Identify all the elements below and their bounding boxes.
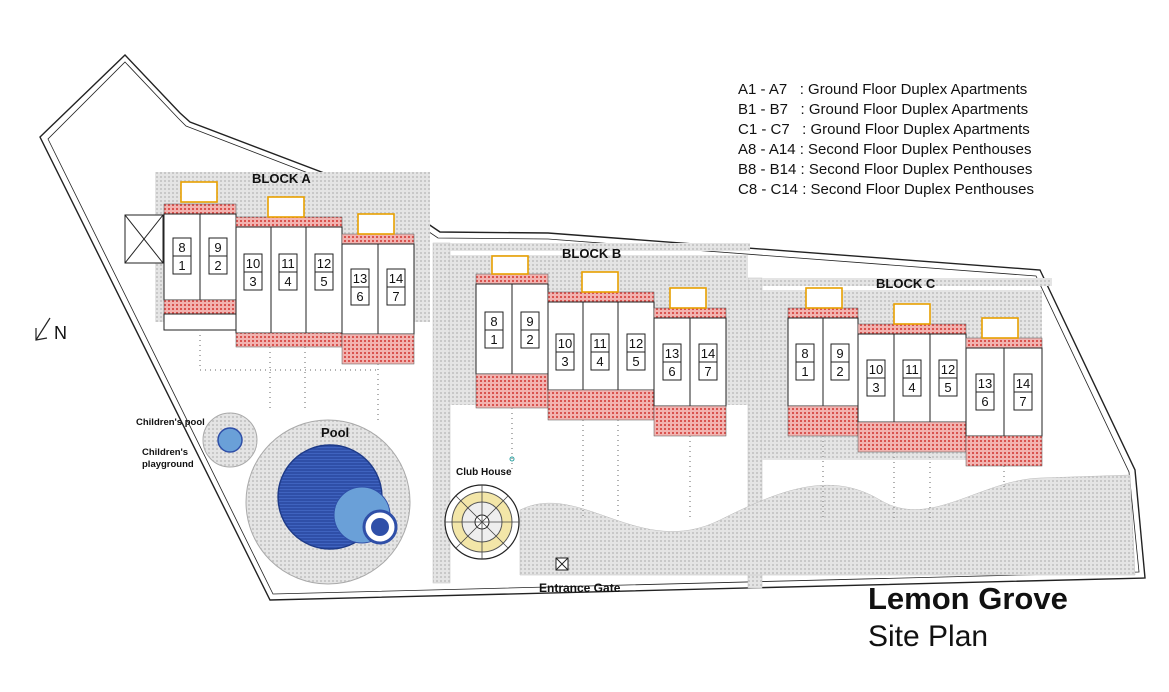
dotted-paths [199,330,1005,520]
site-boundary [39,54,1146,601]
project-name: Lemon Grove [868,581,1068,616]
paving-strip-a-b [432,242,451,584]
unit-upper-number: 8 [801,346,808,361]
unit-upper-number: 13 [665,346,679,361]
label-block-b: BLOCK B [562,246,621,261]
childrens-pool-water [217,427,243,453]
unit-upper-number: 11 [281,256,295,271]
unit-upper-number: 8 [490,314,497,329]
unit-lower-number: 2 [214,258,221,273]
unit-lower-number: 1 [490,332,497,347]
legend-item: B8 - B14 : Second Floor Duplex Penthouse… [738,161,1033,178]
block-c [762,287,1043,467]
unit-upper-number: 12 [629,336,643,351]
label-club-house: Club House [456,467,512,478]
unit-lower-number: 6 [668,364,675,379]
unit-lower-number: 5 [944,380,951,395]
unit-upper-number: 11 [593,336,607,351]
unit-lower-number: 7 [392,289,399,304]
legend-item: A8 - A14 : Second Floor Duplex Penthouse… [738,141,1032,158]
unit-upper-number: 9 [214,240,221,255]
label-block-a: BLOCK A [252,171,311,186]
pool-area [202,412,411,585]
label-north: N [54,323,67,343]
unit-upper-number: 8 [178,240,185,255]
unit-legend: A1 - A7 : Ground Floor Duplex Apartments… [738,80,1034,200]
unit-lower-number: 3 [561,354,568,369]
unit-lower-number: 1 [178,258,185,273]
unit-lower-number: 2 [526,332,533,347]
unit-lower-number: 4 [596,354,603,369]
unit-upper-number: 12 [941,362,955,377]
unit-lower-number: 3 [872,380,879,395]
unit-lower-number: 6 [981,394,988,409]
unit-upper-number: 14 [701,346,715,361]
unit-upper-number: 10 [246,256,260,271]
paving-wave [519,474,1136,576]
unit-lower-number: 3 [249,274,256,289]
legend-item: C1 - C7 : Ground Floor Duplex Apartments [738,121,1030,138]
unit-upper-number: 13 [353,271,367,286]
unit-lower-number: 4 [908,380,915,395]
unit-lower-number: 7 [704,364,711,379]
legend-item: C8 - C14 : Second Floor Duplex Penthouse… [738,181,1034,198]
label-childrens-playground-1: Children's [142,447,188,458]
legend-item: B1 - B7 : Ground Floor Duplex Apartments [738,101,1029,118]
unit-upper-number: 9 [836,346,843,361]
label-block-c: BLOCK C [876,276,936,291]
unit-lower-number: 6 [356,289,363,304]
label-childrens-pool: Children's pool [136,417,205,428]
unit-upper-number: 13 [978,376,992,391]
unit-lower-number: 1 [801,364,808,379]
plan-subtitle: Site Plan [868,620,989,653]
unit-upper-number: 10 [869,362,883,377]
unit-upper-number: 14 [1016,376,1030,391]
unit-upper-number: 12 [317,256,331,271]
entrance-gate [555,557,569,571]
label-childrens-playground-2: playground [142,459,194,470]
unit-lower-number: 7 [1019,394,1026,409]
unit-lower-number: 5 [632,354,639,369]
label-pool: Pool [321,425,349,440]
label-entrance-gate: Entrance Gate [539,581,621,595]
north-arrow-icon [35,317,51,341]
club-house [444,456,520,560]
unit-upper-number: 14 [389,271,403,286]
unit-upper-number: 10 [558,336,572,351]
unit-lower-number: 4 [284,274,291,289]
unit-upper-number: 11 [905,362,919,377]
legend-item: A1 - A7 : Ground Floor Duplex Apartments [738,81,1028,98]
block-a [124,172,430,365]
paving-walk [450,243,750,251]
unit-upper-number: 9 [526,314,533,329]
unit-lower-number: 2 [836,364,843,379]
plan-title: Lemon Grove Site Plan [868,580,1068,656]
unit-lower-number: 5 [320,274,327,289]
